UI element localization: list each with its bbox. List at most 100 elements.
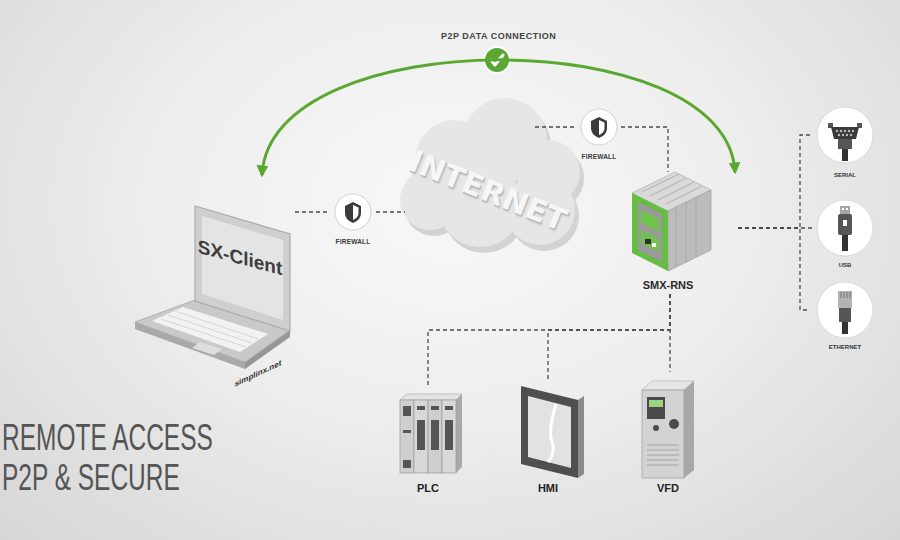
usb-icon-part <box>840 206 850 214</box>
laptop-illustration-part <box>192 342 222 355</box>
vfd-illustration-part-part <box>647 460 679 461</box>
port-node: SERIAL <box>812 105 878 183</box>
plc-illustration-part-part <box>403 406 411 416</box>
usb-icon-part <box>817 200 873 256</box>
network-link <box>376 211 405 212</box>
gateway-device-part <box>632 193 668 271</box>
laptop-illustration-part-part <box>161 319 246 347</box>
ethernet-icon-part <box>839 308 851 322</box>
firewall-icon-part <box>353 205 359 220</box>
ethernet-icon-part <box>817 282 873 338</box>
network-link <box>548 294 670 380</box>
vfd-illustration-part <box>653 425 659 431</box>
plc-illustration-part-part <box>431 420 439 450</box>
hmi-illustration-part <box>528 396 571 468</box>
gateway-device-part-part <box>658 182 694 200</box>
ethernet-icon-part-part <box>841 292 842 298</box>
firewall-icon <box>581 109 617 145</box>
ethernet-icon-part <box>841 292 850 298</box>
node-label: VFD <box>635 482 701 494</box>
equipment-node: PLC <box>395 385 460 495</box>
serial-port-icon-part <box>842 149 848 161</box>
gateway-device-part <box>652 243 656 247</box>
network-link <box>669 294 670 372</box>
serial-port-icon-part-part <box>850 134 852 136</box>
serial-port-icon-part <box>831 127 859 139</box>
network-link <box>295 211 330 212</box>
firewall-icon-part <box>345 202 361 223</box>
network-link <box>535 126 577 127</box>
usb-icon-part <box>842 208 844 210</box>
firewall-icon-part <box>591 117 607 138</box>
plc-illustration-part-part <box>445 420 453 450</box>
vfd-illustration-part-part <box>647 445 679 446</box>
serial-port-icon-part-part <box>836 130 838 132</box>
plc-illustration-part <box>456 394 462 473</box>
plc-illustration <box>400 394 462 473</box>
gateway-device-part <box>668 190 711 271</box>
gateway-node: SMX-RNS <box>628 172 738 294</box>
network-link <box>738 135 812 228</box>
node-label: FIREWALL <box>330 238 376 245</box>
node-label: FIREWALL <box>577 153 621 160</box>
vfd-illustration-part <box>647 397 665 419</box>
firewall-node: FIREWALL <box>577 107 621 162</box>
gateway-device-part <box>676 197 696 267</box>
gateway-device-part-part <box>686 202 687 262</box>
node-label: SX-Client <box>185 232 295 283</box>
serial-port-icon-part <box>836 130 854 136</box>
diagram-title: REMOTE ACCESS P2P & SECURE <box>2 418 233 498</box>
serial-port-icon-part-part <box>848 130 850 132</box>
laptop-illustration <box>135 206 290 369</box>
plc-illustration-part-part <box>403 430 411 433</box>
plc-illustration-part-part <box>417 406 425 410</box>
vfd-illustration-part <box>669 419 679 429</box>
firewall-icon <box>335 194 371 230</box>
firewall-icon-part <box>335 194 371 230</box>
node-label: SERIAL <box>812 172 878 178</box>
p2p-connection <box>262 60 735 175</box>
plc-illustration-part <box>414 400 428 473</box>
network-link <box>428 294 670 385</box>
equipment-node: VFD <box>636 372 702 495</box>
ethernet-icon-part-part <box>850 292 851 298</box>
plc-illustration-part <box>442 400 456 473</box>
ethernet-icon-part <box>842 322 848 334</box>
cloud-illustration-part <box>400 98 580 247</box>
edge-label: P2P DATA CONNECTION <box>441 31 556 41</box>
plc-illustration-part-part <box>417 420 425 450</box>
plc-illustration-part <box>403 406 453 468</box>
plc-illustration-part-part <box>403 460 411 468</box>
ethernet-icon-part <box>838 291 852 308</box>
internet-cloud: INTERNET <box>405 127 575 255</box>
gateway-device-part-part <box>676 207 677 267</box>
port-node: ETHERNET <box>810 280 880 352</box>
hmi-illustration-part <box>521 386 578 478</box>
plc-illustration-part-part <box>431 406 439 410</box>
usb-icon <box>817 200 873 256</box>
equipment-node: HMI <box>515 380 583 495</box>
hmi-illustration-part <box>578 396 584 478</box>
node-label: USB <box>812 262 878 268</box>
ethernet-icon-part-part <box>844 292 845 298</box>
laptop-client: SX-Clientsimplinx.net <box>135 175 295 380</box>
firewall-icon-part <box>599 120 605 135</box>
hmi-illustration-part <box>548 404 556 462</box>
firewall-icon-part <box>581 109 617 145</box>
ethernet-icon <box>817 282 873 338</box>
vfd-illustration-part-part <box>647 450 679 451</box>
cloud-illustration <box>400 98 584 253</box>
plc-illustration-part-part <box>445 406 453 410</box>
gateway-device-part-part <box>696 197 697 257</box>
vfd-illustration-part <box>684 381 694 478</box>
usb-icon-part <box>846 208 848 210</box>
gateway-device-part-part <box>642 174 679 192</box>
gateway-device-part <box>638 202 662 262</box>
vfd-illustration <box>642 381 694 478</box>
firewall-node: FIREWALL <box>330 192 376 247</box>
laptop-illustration-part-part <box>168 315 252 343</box>
port-node: USB <box>812 198 878 270</box>
gateway-device-part-part <box>650 178 686 196</box>
vfd-illustration-part-part <box>647 465 679 466</box>
serial-port-icon-part-part <box>840 130 842 132</box>
